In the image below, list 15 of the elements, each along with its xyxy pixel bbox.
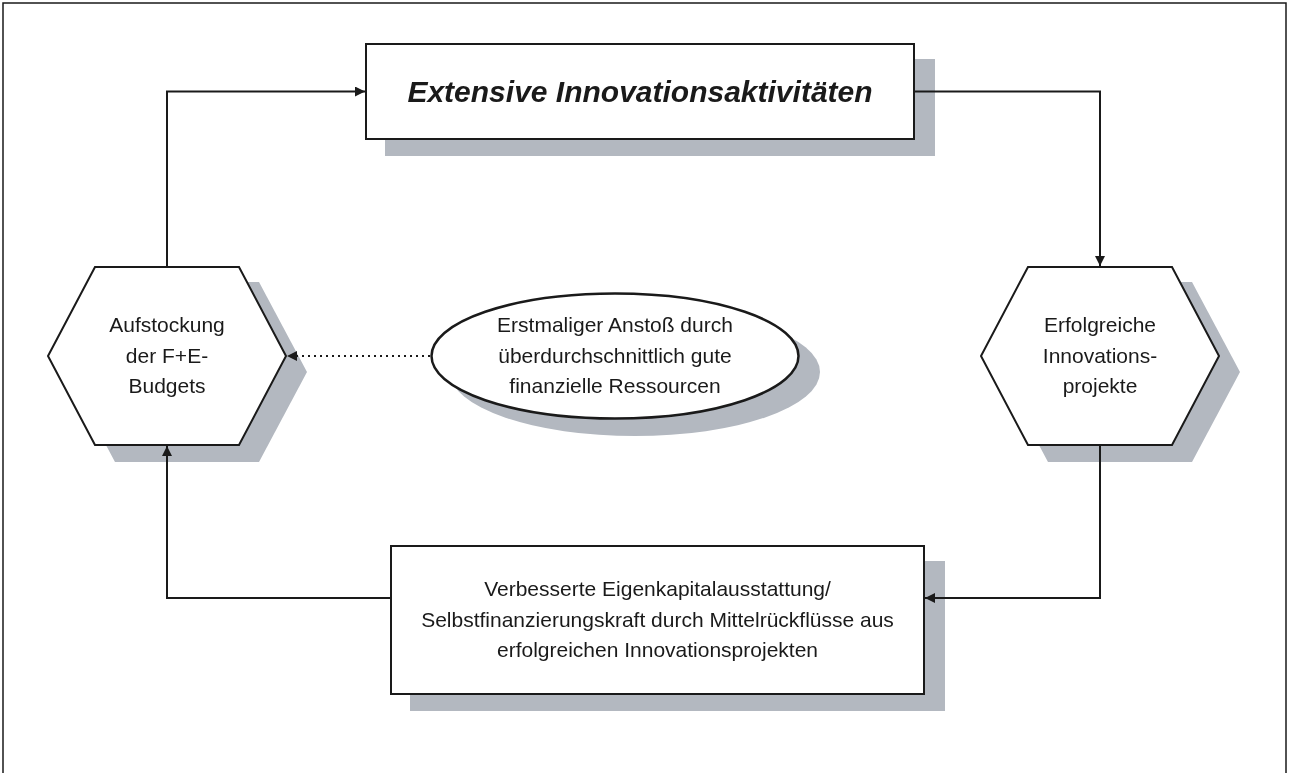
ellipse-node	[430, 292, 800, 420]
arrow	[924, 445, 1101, 603]
node-label: Verbesserte Eigenkapitalausstattung/ Selbstfinanzierungskraft durch Mittelrückflüsse aus erfolgreichen Innovationsprojekten	[420, 576, 895, 664]
process-box	[390, 545, 925, 695]
arrow	[286, 351, 431, 361]
arrow	[162, 445, 391, 599]
arrow	[166, 86, 366, 267]
node-label: Erstmaliger Anstoß durch überdurchschnittlich gute finanzielle Ressourcen	[496, 312, 734, 400]
arrow	[914, 90, 1105, 267]
hexagon-node	[980, 266, 1220, 446]
hexagon-node	[47, 266, 287, 446]
node-label: Extensive Innovationsaktivitäten	[407, 73, 873, 110]
node-label: Erfolgreiche Innovations- projekte	[1041, 312, 1159, 400]
node-label: Aufstockung der F+E-Budgets	[108, 312, 226, 400]
process-box	[365, 43, 915, 140]
